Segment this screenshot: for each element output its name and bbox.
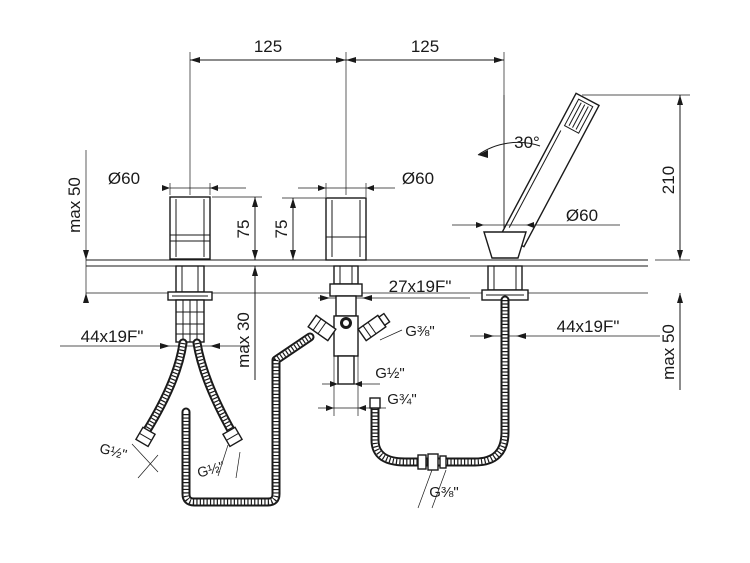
diameter-center-label: Ø60 <box>402 169 434 188</box>
max-deck-right-label: max 50 <box>659 324 678 380</box>
shower-height-label: 210 <box>659 166 678 194</box>
center-valve: Ø60 75 27x19F" max 30 <box>234 169 470 416</box>
max-deck-left-dimension: max 50 <box>65 150 89 303</box>
max-below-label: max 30 <box>234 312 253 368</box>
diverter-outlet-connection: G¾" <box>387 391 417 408</box>
diameter-shower-label: Ø60 <box>566 206 598 225</box>
nut-left-label: 44x19F" <box>81 327 144 346</box>
shower-hose: G⅜" <box>369 295 510 509</box>
left-hose-1-connection: G½" <box>98 440 129 463</box>
nut-center-label: 27x19F" <box>389 277 452 296</box>
left-valve: Ø60 75 44x19F" <box>60 169 262 349</box>
shower-hose-connection: G⅜" <box>429 484 459 501</box>
diverter-inlet-connection: G½" <box>375 365 405 382</box>
max-deck-left-label: max 50 <box>65 177 84 233</box>
spacing-dimension: 125 125 <box>189 37 505 258</box>
nut-right-label: 44x19F" <box>557 317 620 336</box>
spacing-right-label: 125 <box>411 37 439 56</box>
shower-angle-label: 30° <box>514 133 540 152</box>
diameter-left-label: Ø60 <box>108 169 140 188</box>
spacing-left-label: 125 <box>254 37 282 56</box>
left-hoses: G½" G½" <box>98 338 244 481</box>
hand-shower: 30° Ø60 210 44x19F" <box>452 92 690 390</box>
height-left-label: 75 <box>234 220 253 239</box>
supply-hose <box>181 332 315 507</box>
height-center-label: 75 <box>272 220 291 239</box>
left-hose-2-connection: G½" <box>195 458 226 481</box>
diverter-side-connection: G⅜" <box>405 323 435 340</box>
